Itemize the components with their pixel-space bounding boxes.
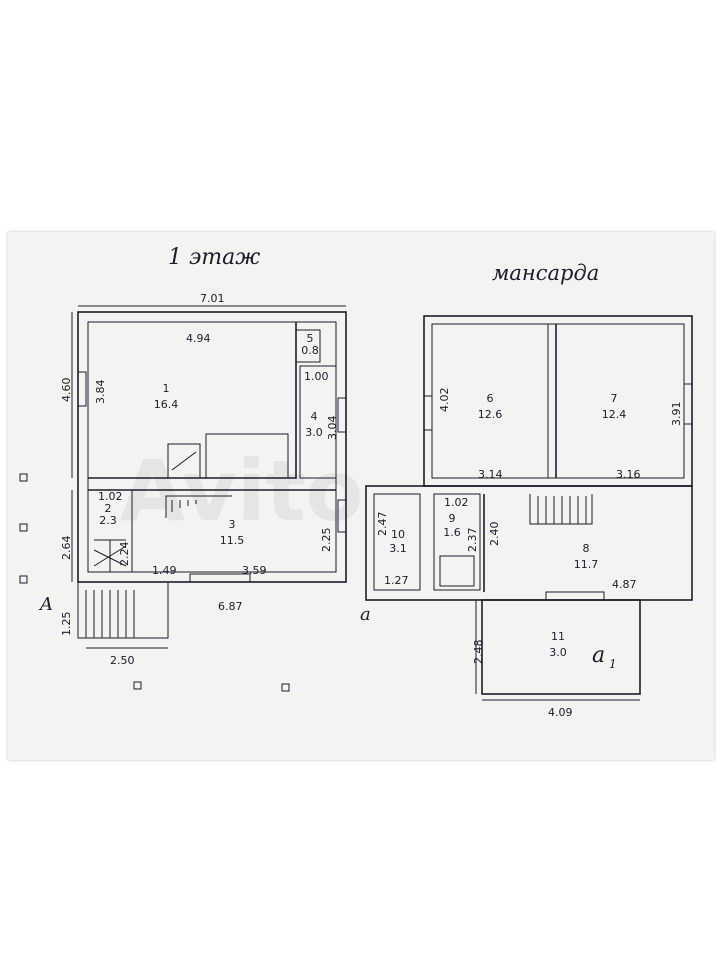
dim-4.87: 4.87 bbox=[612, 578, 637, 591]
dim-3.16: 3.16 bbox=[616, 468, 641, 481]
room-1-wall bbox=[88, 322, 297, 479]
room-5-number: 5 bbox=[307, 332, 314, 345]
dim-2.50: 2.50 bbox=[110, 654, 135, 667]
dim-4.94: 4.94 bbox=[186, 332, 211, 345]
dim-4.09: 4.09 bbox=[548, 706, 573, 719]
room-6-area: 12.6 bbox=[478, 408, 503, 421]
room-9-box bbox=[433, 493, 481, 591]
dim-1.02-first: 1.02 bbox=[98, 490, 123, 503]
dim-3.14: 3.14 bbox=[478, 468, 503, 481]
room-3-area: 11.5 bbox=[220, 534, 245, 547]
room-1-number: 1 bbox=[163, 382, 170, 395]
porch bbox=[77, 581, 169, 639]
room-5-area: 0.8 bbox=[301, 344, 319, 357]
dim-2.37: 2.37 bbox=[466, 528, 479, 553]
label-a: A bbox=[38, 594, 53, 615]
room-10-box bbox=[373, 493, 421, 591]
label-a1: a bbox=[592, 643, 605, 668]
attic-lower-wall bbox=[365, 485, 693, 601]
label-a1-sub: 1 bbox=[609, 657, 617, 671]
attic-upper-wall bbox=[423, 315, 693, 487]
first-floor-plan bbox=[19, 305, 347, 692]
attic-plan bbox=[365, 315, 693, 701]
room-11-number: 11 bbox=[551, 630, 565, 643]
room-2-number: 2 bbox=[105, 502, 112, 515]
dim-3.91: 3.91 bbox=[670, 402, 683, 427]
room-1-area: 16.4 bbox=[154, 398, 179, 411]
dim-2.48: 2.48 bbox=[472, 640, 485, 665]
drawing-sheet bbox=[8, 232, 714, 760]
dim-1.49: 1.49 bbox=[152, 564, 177, 577]
dim-1.00: 1.00 bbox=[304, 370, 329, 383]
dim-3.84: 3.84 bbox=[94, 380, 107, 405]
dim-6.87: 6.87 bbox=[218, 600, 243, 613]
room-9-area: 1.6 bbox=[443, 526, 461, 539]
room-9-number: 9 bbox=[449, 512, 456, 525]
dim-2.24: 2.24 bbox=[118, 542, 131, 567]
dim-2.40: 2.40 bbox=[488, 522, 501, 547]
room-7-area: 12.4 bbox=[602, 408, 627, 421]
room-11-area: 3.0 bbox=[549, 646, 567, 659]
room-10-area: 3.1 bbox=[389, 542, 407, 555]
room-11-box bbox=[481, 599, 641, 695]
room-3-number: 3 bbox=[229, 518, 236, 531]
dim-1.25: 1.25 bbox=[60, 612, 73, 637]
dim-4.02: 4.02 bbox=[438, 388, 451, 413]
room-10-number: 10 bbox=[391, 528, 405, 541]
label-a-small: a bbox=[360, 604, 371, 625]
dim-2.64: 2.64 bbox=[60, 536, 73, 561]
room-8-number: 8 bbox=[583, 542, 590, 555]
first-floor-title: 1 этаж bbox=[168, 245, 260, 270]
room-5-box bbox=[295, 329, 321, 363]
room-4-number: 4 bbox=[311, 410, 318, 423]
dim-3.04: 3.04 bbox=[326, 416, 339, 441]
dim-2.25: 2.25 bbox=[320, 528, 333, 553]
dim-1.27: 1.27 bbox=[384, 574, 409, 587]
dim-3.59: 3.59 bbox=[242, 564, 267, 577]
stair-block bbox=[205, 433, 289, 479]
room-4-area: 3.0 bbox=[305, 426, 323, 439]
room-8-area: 11.7 bbox=[574, 558, 599, 571]
room-4-box bbox=[299, 365, 337, 479]
room-2-area: 2.3 bbox=[99, 514, 117, 527]
watermark: Avito bbox=[120, 442, 363, 540]
room-6-number: 6 bbox=[487, 392, 494, 405]
dim-2.47: 2.47 bbox=[376, 512, 389, 537]
room-7-number: 7 bbox=[611, 392, 618, 405]
dim-4.60: 4.60 bbox=[60, 378, 73, 403]
dim-1.02-attic: 1.02 bbox=[444, 496, 469, 509]
attic-title: мансарда bbox=[492, 261, 599, 285]
dim-7.01: 7.01 bbox=[200, 292, 225, 305]
